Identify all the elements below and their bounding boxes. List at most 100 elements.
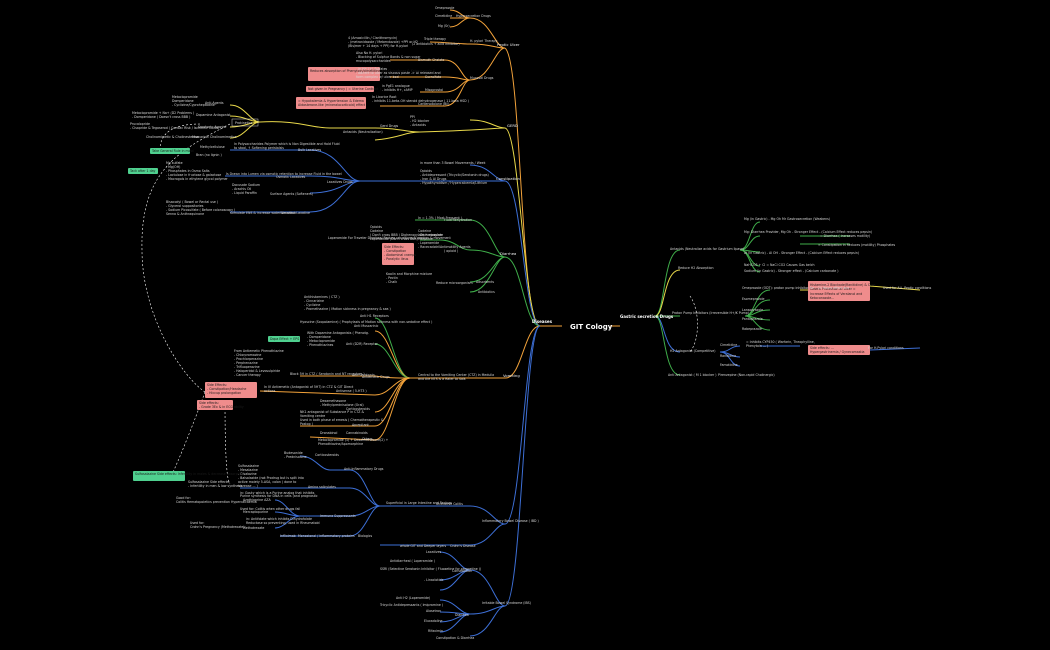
amino-4: - Balsalazide (not Prodrug but is split … [238,476,304,480]
pro-label-1: Anti-Agents [205,101,224,105]
label-antacids-neutral: Antacids (Neutralization) [343,130,383,134]
label-diarrhea[interactable]: Diarrhea [500,251,516,256]
pro-sub-4a: Cholinomimetic & Cholinesterase [146,135,199,139]
sulfasalazine-note-box [133,471,185,481]
d2-item-3: - Metoclopramide [307,339,335,343]
amot-left-4: Loperamide (Don't cross BBB) [370,237,418,241]
label-aminosal: Anti-Inflammatory Drugs [344,467,384,471]
label-peptic-ulcer[interactable]: Peptic Ulcer [497,42,520,47]
sucralfate-detail-3: form complex w/ ulcer bed [356,75,399,79]
label-amino-drugs: Amino salicylates [308,485,336,489]
bulk-detail-1: In Polysaccharides Polymer which is Non … [234,142,340,146]
ulcer-note: Superficial in Large Intestine and Rectu… [386,501,452,505]
constip-right-1: in more than 3 Bowel Movements / Week [420,161,486,165]
antimotility-side-effect-box [382,243,414,265]
amot-left-1: Opioids [370,225,382,229]
g-al-note: = Constipation in Reduces (motility) Pho… [818,243,896,247]
carbeno-detail-1: In Licorice Root [372,95,397,99]
h2-box-3: Increase Effects of Veralanol and [810,292,862,296]
canna-detail-3: Used in both phase of emesis ( Chemother… [300,418,384,422]
antimotility-sub: ( opioid ) [444,249,458,253]
bio-note: Used for: Colitis when other drugs fail [240,507,300,511]
nk1-detail-2: actions [264,389,276,393]
stim-item-1: Bisacodyl ( Bowel or Rectal use ) [166,200,218,204]
label-g-h2-absorption: Reduce H2 Absorption [678,266,714,270]
label-immuno: Immune Suppressants [320,514,356,518]
label-anti-muscarinic: Anti Muscarinic [354,324,379,328]
nk1-detail-1: In IV Antiemetic (Antagonist of 5HT) in … [264,385,354,389]
ht3-item-4: - Perphenazine [234,361,258,365]
ibs-diar-1: Anti H2 (Loperamide) [396,596,430,600]
ibs-ssri: SSRI (Selective Serotonin Inhibitor ( Fl… [380,567,481,571]
sulfa-box-text: Sulfasalazine Side effects: Infertility … [135,472,244,476]
branch-vomiting [504,325,541,379]
amot-box-3: - Abdominal cramps [384,253,416,257]
hub-diseases[interactable]: Diseases [532,319,553,324]
label-prokinetics[interactable]: Prokinetics [235,121,253,125]
label-antiemetic: Antiemetic Drugs [362,375,390,379]
hub-gastric[interactable]: Gastric secretion Drugs [620,314,674,319]
label-ibd[interactable]: Inflammatory Bowel Disease ( IBD ) [482,519,539,523]
label-ibs-constipation: Constipation [452,569,472,573]
nk1-box2-1: Side effects: [199,401,219,405]
immuno-2: Mercaptopurine [243,510,268,514]
triple-note: (2 antibiotics + acid inhibitor) [412,42,460,46]
cim-right: For H.Pylori conditions [868,346,904,350]
amino-1: Sulfasalazine [238,464,259,468]
label-mucosal: Mucosal Drugs [470,76,494,80]
nk1-box-3: - Hiccup prolongation [207,391,241,395]
surface-item-2: - Arachis Oil [232,187,251,191]
root-title[interactable]: GIT Cology [570,323,613,331]
bulk-detail-2: to stool, ↑ Softening peristalsis [234,146,284,150]
h2-box-1: Histamine-2 Blockade(Ranitidine) & Cure [810,283,875,287]
ibs-diar-4: Rifaximin [428,629,443,633]
fluid-detail: In = 1.3% ( Most Frequent ) [418,216,462,220]
pro-label-3: Serotonin Agonist [198,125,227,129]
crohn-note: whole GIT and Deeper layers [400,544,446,548]
label-g-h2ant: H2 Antagonist (Competitive) [670,349,716,353]
label-g-antacids: Antacids (Neutralize acids for Gastrium … [670,247,744,251]
label-surface: Surface Agents (Softeners) [270,192,313,196]
steroid-1: Dexamethasone [320,399,346,403]
carbeno-detail-2: - inhibits 11-beta-OH steroid dehydrogen… [372,99,469,103]
prokinetics-node[interactable] [231,118,259,127]
tack-text: Tack after 1 day [129,169,156,173]
hyper-item-2: Cimetidine [435,14,452,18]
pro-sub-3b: - Cisapride & Tegaserod ( Cardiac Risk /… [130,126,221,130]
branch-h2-absorption [654,269,681,317]
pro-label-2: Dopamine Antagonist [196,113,231,117]
label-antimotility: Antimotility Agents [440,245,471,249]
cortico-1: Budesonide [284,451,303,455]
osm-item-1: Mg sulfate [166,161,183,165]
used-for-2: Crohn's Pregnancy (Methotrexate) [190,525,245,529]
d2-item-4: - Phenothiazines [307,343,334,347]
label-bismuth: Bismuth Chelate [418,58,444,62]
label-fluid: Fluid Rehydration [444,218,472,222]
ppi-item-3: Lansoprazole [742,308,763,312]
opioid-5: - Racecadotril [418,245,440,249]
label-stimulant: Stimulant Laxative [280,211,310,215]
stim-item-4: Senna & Anthraquinone [166,212,204,216]
branch-constipation [504,180,541,327]
label-constipation[interactable]: Constipation [496,176,521,181]
label-gerd[interactable]: GERD [507,123,518,128]
osm-item-3: - Phosphates in Osmo Salts [166,169,210,173]
good-for-1: Good for: [176,496,191,500]
amot-box-1: Side Effects: [384,245,404,249]
others-1: Metoclopramide (1) + Dexamethasone(2) + [318,438,389,442]
amot-box-4: - Paralytic ileus [384,257,409,261]
label-ibs[interactable]: Irritable Bowel Syndrome (IBS) [482,601,531,605]
ppi-item-4: Pantoprazole [742,317,763,321]
ibs-diar-2: Alosetron [426,609,441,613]
label-vomiting[interactable]: Vomiting [503,373,520,378]
branch-h2-antagonist [654,315,681,353]
ach-detail: Hyoscine (Scopolamine) ( Prophylaxis of … [300,320,432,324]
cim-detail-1: = Inhibits CYP450 ( Warfarin, Theophylli… [746,340,815,344]
cortico-2: - Prednisolone [284,455,307,459]
ht3-item-3: - Prochlorperazine [234,357,263,361]
ht3-item-7: - Cancer therapy [234,373,261,377]
branch-ibd [504,325,541,525]
cim-box-2: Hypergastrinemia / Gynecomastia [810,350,865,354]
nk1-box-2: - Constipation/Headache [207,387,246,391]
used-for-1: Used for: [190,521,204,525]
